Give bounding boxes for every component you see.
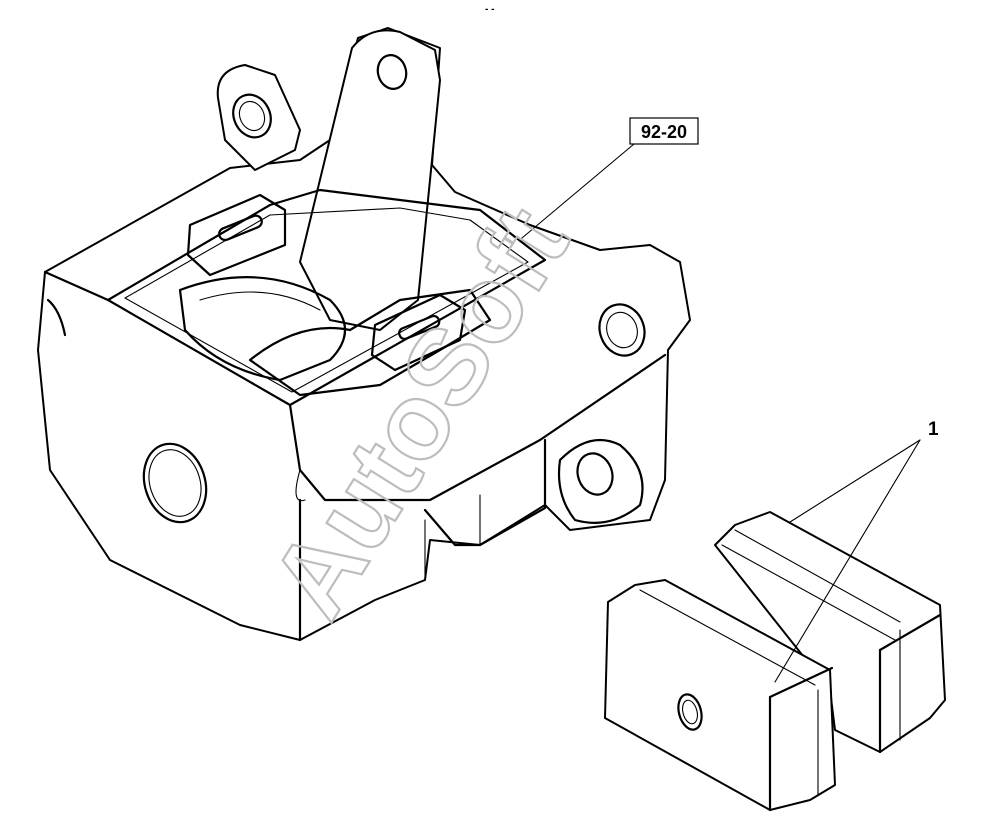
brake-caliper-icon	[37, 27, 691, 642]
brake-pads-icon	[604, 511, 946, 812]
leader-line-pad-rear	[789, 439, 921, 523]
ref-code-box	[629, 117, 699, 145]
ref-code-label: 92-20	[641, 122, 687, 142]
leader-line-pad-front	[774, 439, 921, 683]
leader-line-ref	[521, 143, 635, 239]
part-number-label: 1	[928, 419, 939, 440]
top-mark: - -	[485, 4, 494, 15]
